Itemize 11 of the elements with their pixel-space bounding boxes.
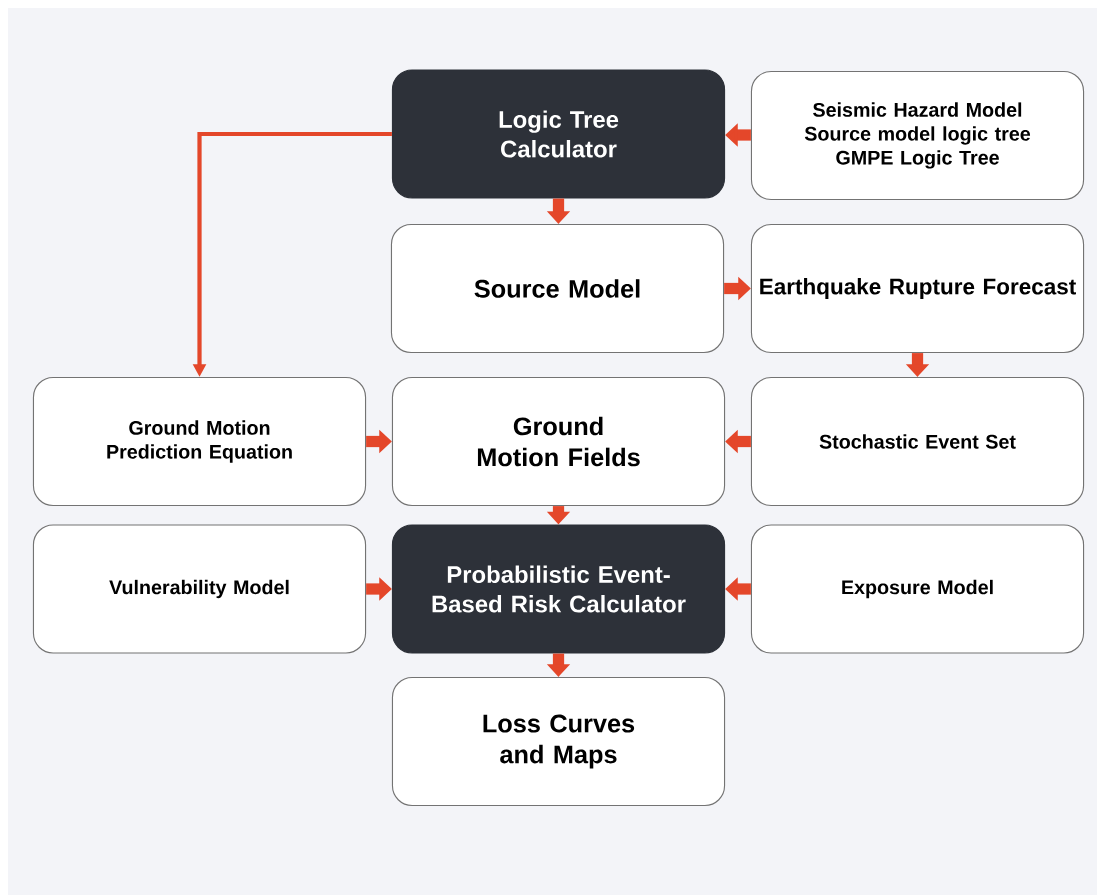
calculator-box: Probabilistic Event-Based Risk Calculator: [391, 524, 726, 654]
process-box: Ground Motion Fields: [391, 376, 726, 507]
calculator-box: Logic Tree Calculator: [391, 69, 726, 199]
process-box: Exposure Model: [750, 524, 1085, 654]
process-box: Earthquake Rupture Forecast: [750, 223, 1085, 354]
process-box: Source Model: [390, 223, 725, 354]
process-box: Vulnerability Model: [32, 524, 367, 654]
process-box: Ground Motion Prediction Equation: [32, 376, 367, 507]
process-box: Stochastic Event Set: [750, 376, 1085, 507]
process-box: Seismic Hazard Model Source model logic tree GMPE Logic Tree: [750, 70, 1085, 201]
process-box: Loss Curves and Maps: [391, 676, 726, 807]
